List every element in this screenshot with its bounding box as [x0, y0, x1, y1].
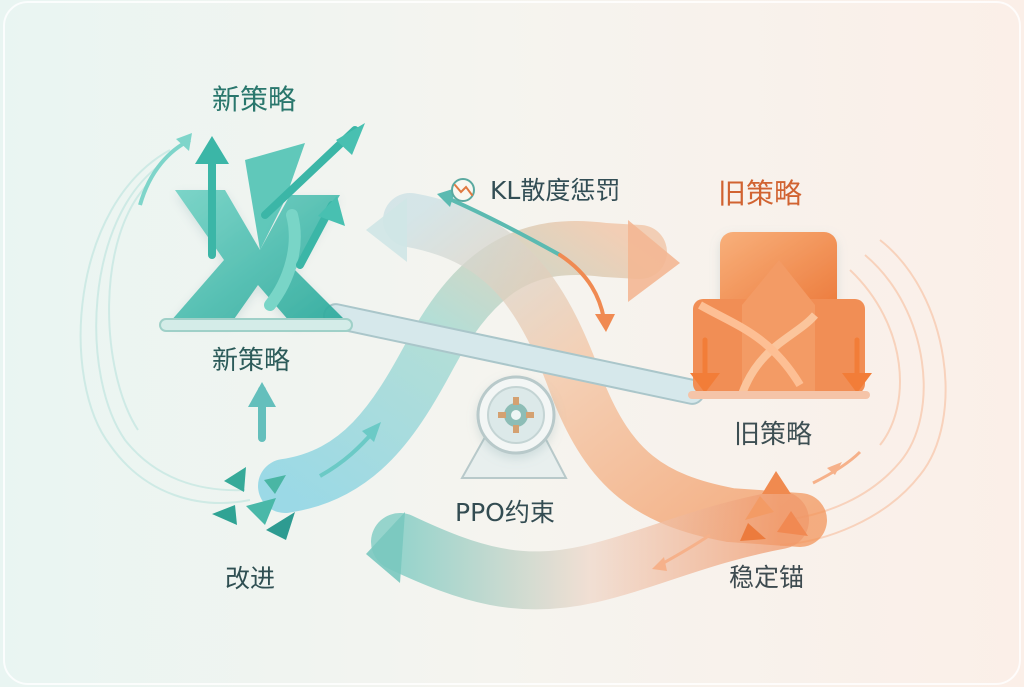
down-arrow-icon	[690, 373, 720, 393]
up-arrow-icon	[318, 196, 345, 226]
improvement-label: 改进	[225, 564, 276, 593]
ppo-constraint-label: PPO约束	[455, 498, 555, 527]
upper-right-arrowhead	[628, 220, 680, 302]
down-arrow-icon	[842, 373, 872, 393]
card-border	[3, 1, 1021, 685]
stable-anchor-label: 稳定锚	[729, 563, 805, 592]
kl-arrows	[437, 178, 615, 332]
up-arrow-icon	[336, 123, 365, 155]
up-arrow-icon	[195, 136, 229, 164]
upper-left-arrowhead	[366, 198, 407, 262]
large-flow-arrows	[258, 193, 827, 610]
old-policy-label: 旧策略	[734, 420, 813, 450]
old-policy-title: 旧策略	[718, 177, 803, 210]
left-cycle-lines	[79, 149, 251, 504]
old-policy-icon	[688, 232, 872, 399]
bottom-left-arrowhead	[366, 512, 405, 583]
new-policy-label: 新策略	[212, 346, 291, 376]
ppo-seesaw	[322, 303, 706, 479]
new-policy-icon	[138, 123, 365, 332]
right-cycle-lines	[779, 239, 947, 546]
stable-anchor-icon	[652, 450, 862, 571]
gear-icon	[498, 397, 534, 433]
new-policy-title: 新策略	[212, 83, 297, 116]
up-arrow-icon	[248, 382, 276, 407]
improvement-icon	[212, 382, 381, 540]
kl-penalty-label: KL散度惩罚	[490, 176, 621, 205]
